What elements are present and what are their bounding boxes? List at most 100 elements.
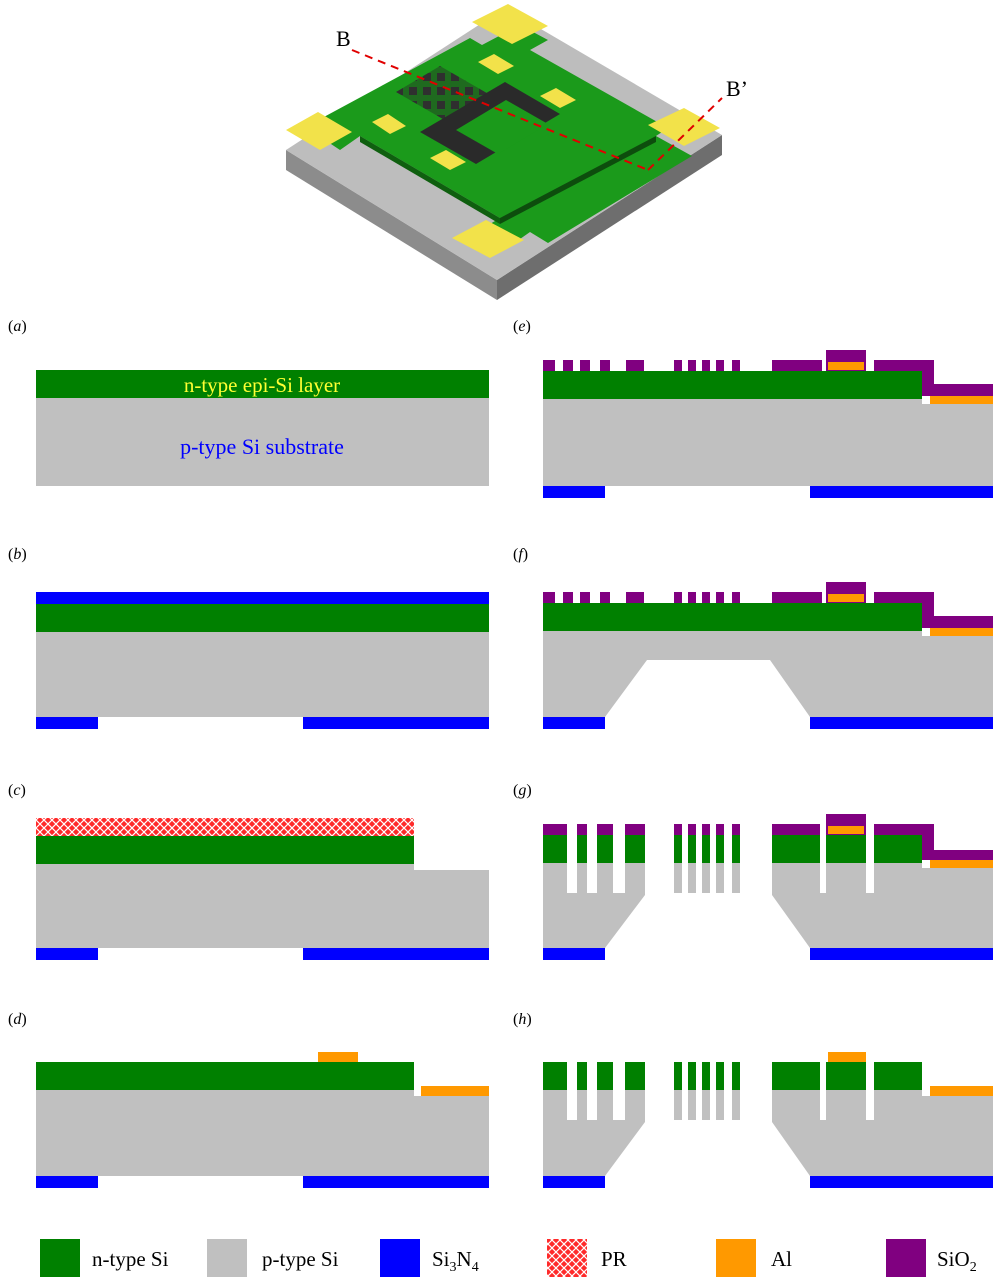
legend-swatch-pr [547,1239,587,1277]
oxide-seg [580,360,590,371]
pad-inner-3 [540,88,576,108]
oxide-seg [772,360,822,371]
substrate-left [543,1090,645,1176]
photoresist [36,818,414,836]
chip-right-side [497,135,722,300]
panel-a: n-type epi-Si layer p-type Si substrate [36,370,489,486]
bottom-nitride-left [543,486,605,498]
bottom-nitride-left [36,948,98,960]
bottom-nitride-right [810,717,993,729]
oxide-seg [626,360,644,371]
bottom-nitride-left [543,948,605,960]
bottom-nitride-left [543,717,605,729]
oxide-seg [716,360,724,371]
center-beams [674,824,740,893]
legend-swatch-sio2 [886,1239,926,1277]
bottom-nitride-left [36,717,98,729]
oxide-seg [626,592,644,603]
al-pad-right [930,628,993,636]
panel-e [543,350,993,498]
right-block [772,1052,993,1096]
al-pad-top [318,1052,358,1062]
legend-label-n-si: n-type Si [92,1247,169,1271]
oxide-seg [874,360,922,371]
pad-left [286,112,352,150]
epi-layer [543,371,922,399]
section-label-b: B [336,26,351,51]
panel-h [543,1052,993,1188]
legend-swatch-si3n4 [380,1239,420,1277]
substrate [543,399,993,486]
bottom-nitride-right [303,948,489,960]
bottom-nitride-right [810,1176,993,1188]
oxide-step [922,360,993,396]
oxide-seg [674,592,682,603]
proof-mass [456,100,548,154]
panel-label-c: (c) [8,782,26,799]
legend: n-type Si p-type Si Si3N4 PR Al SiO2 [40,1239,977,1277]
oxide-seg [543,592,555,603]
epi-layer [36,604,489,632]
legend-label-si3n4: Si3N4 [432,1247,479,1275]
oxide-seg [702,360,710,371]
panel-label-h: (h) [513,1011,532,1028]
bottom-nitride-right [810,486,993,498]
bottom-nitride-right [810,948,993,960]
pad-inner-4 [430,150,466,170]
epi-layer [543,603,922,631]
epi-layer [36,836,414,864]
pad-bottom [452,220,524,258]
oxide-seg [688,592,696,603]
panel-labels: (a) (b) (c) (d) (e) (f) (g) (h) [8,318,532,1028]
al-pad-top [828,594,864,602]
section-line-end [647,97,723,171]
oxide-step [922,592,993,628]
oxide-seg [874,592,922,603]
section-line [351,49,649,171]
bottom-nitride-right [303,717,489,729]
left-beams [543,824,645,863]
oxide-seg [732,360,740,371]
oxide-seg [580,592,590,603]
top-nitride [36,592,489,604]
panel-label-a: (a) [8,318,27,335]
panel-c [36,818,489,960]
al-pad-right [421,1086,489,1096]
oxide-seg [563,592,573,603]
panel-label-e: (e) [513,318,531,335]
panel-b [36,592,489,729]
pad-right [648,108,720,146]
oxide-seg [688,360,696,371]
legend-swatch-al [716,1239,756,1277]
panel-label-f: (f) [513,546,528,563]
legend-label-p-si: p-type Si [262,1247,339,1271]
substrate-right [772,1090,993,1176]
legend-swatch-p-si [207,1239,247,1277]
epi-layer [36,370,489,398]
right-block [772,814,993,868]
substrate-right [772,863,993,948]
left-beams [543,1062,645,1090]
center-beams [674,1062,740,1120]
substrate [36,864,489,948]
substrate [36,1090,489,1176]
oxide-seg [674,360,682,371]
panel-g [543,814,993,960]
pad-inner-1 [478,54,514,74]
legend-label-sio2: SiO2 [937,1247,977,1275]
al-pad-right [930,396,993,404]
substrate-etched [543,631,993,717]
substrate-label: p-type Si substrate [180,434,344,459]
oxide-seg [732,592,740,603]
legend-swatch-n-si [40,1239,80,1277]
substrate [36,398,489,486]
chip-3d-illustration: B B’ [286,4,748,300]
substrate-left [543,863,645,948]
panel-f [543,582,993,729]
oxide-seg [600,360,610,371]
pad-top [472,4,548,44]
panel-label-d: (d) [8,1011,27,1028]
epi-layer-label: n-type epi-Si layer [184,373,340,397]
epi-layer [36,1062,414,1090]
